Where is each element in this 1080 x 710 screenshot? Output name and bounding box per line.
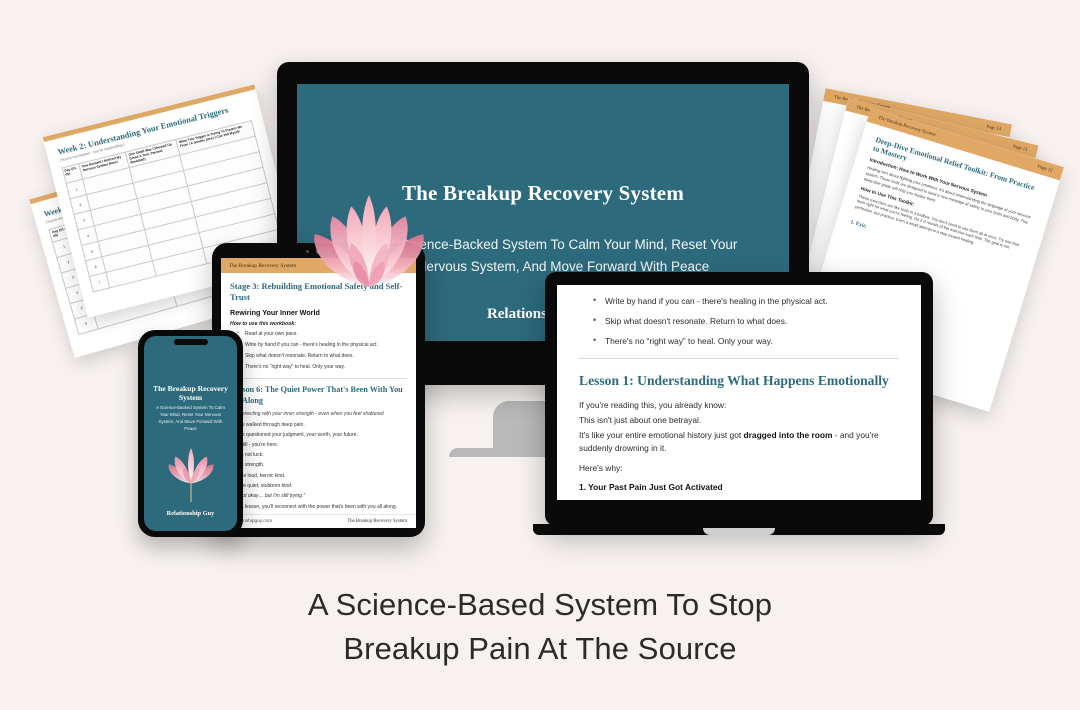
- list-item: There's no “right way” to heal. Only you…: [593, 335, 899, 347]
- tablet-paragraph: That's not luck.: [230, 452, 264, 459]
- doc-page-number: Page 14: [986, 123, 1002, 132]
- tablet-lesson-subtitle: Reconnecting with your inner strength - …: [230, 411, 384, 418]
- laptop-para-pre: It's like your entire emotional history …: [579, 430, 744, 441]
- tablet-paragraph: You've questioned your judgment, your wo…: [230, 431, 358, 438]
- laptop-paragraph-emphasis: It's like your entire emotional history …: [579, 429, 899, 455]
- laptop-lesson-heading: Lesson 1: Understanding What Happens Emo…: [579, 372, 889, 388]
- tablet-howto-label: How to use this workbook:: [230, 321, 296, 328]
- tablet-page-number: Page 13: [390, 262, 408, 269]
- laptop-bullet-list: Write by hand if you can - there's heali…: [593, 295, 899, 347]
- slide-title: The Breakup Recovery System: [401, 181, 685, 205]
- phone-title: The Breakup Recovery System: [153, 384, 228, 403]
- list-item: Write by hand if you can - there's heali…: [593, 295, 899, 307]
- laptop-paragraph: If you're reading this, you already know…: [579, 400, 727, 411]
- laptop-heres-why: Here's why:: [579, 463, 623, 474]
- desktop-monitor: The Breakup Recovery System A Science-Ba…: [277, 62, 809, 385]
- phone-subtitle: A Science-Backed System To Calm Your Min…: [156, 405, 225, 432]
- tablet-stage-heading: Stage 3: Rebuilding Emotional Safety and…: [230, 281, 403, 303]
- list-item: Skip what doesn't resonate. Return to wh…: [237, 352, 407, 360]
- tablet-paragraph: You've walked through deep pain.: [230, 422, 305, 429]
- monitor-stand: [449, 401, 559, 457]
- phone-screen: The Breakup Recovery System A Science-Ba…: [144, 336, 237, 531]
- tablet-paragraph: In this lesson, you'll reconnect with th…: [230, 504, 398, 511]
- laptop-screen: Write by hand if you can - there's heali…: [557, 285, 921, 500]
- slide-subtitle: A Science-Backed System To Calm Your Min…: [388, 237, 738, 275]
- tablet-camera-icon: [212, 249, 425, 254]
- laptop-point-1: 1. Your Past Pain Just Got Activated: [579, 482, 723, 493]
- tablet-howto-list: Read at your own pace. Write by hand if …: [237, 330, 407, 371]
- laptop-para-bold: dragged into the room: [743, 430, 833, 441]
- tablet-doc-content: Stage 3: Rebuilding Emotional Safety and…: [221, 273, 416, 511]
- tablet-subheading: Rewiring Your Inner World: [230, 308, 320, 318]
- laptop-para-post: - and you're suddenly drowning in it.: [579, 430, 879, 454]
- lotus-flower-icon: [161, 434, 221, 506]
- list-item: Skip what doesn't resonate. Return to wh…: [593, 315, 899, 327]
- phone-frame: The Breakup Recovery System A Science-Ba…: [138, 330, 243, 537]
- tablet-header-title: The Breakup Recovery System: [229, 262, 297, 269]
- headline-line-2: Breakup Pain At The Source: [343, 631, 737, 667]
- doc-page-number: Page 13: [1012, 143, 1028, 152]
- tablet-paragraph: And still - you're here.: [230, 441, 279, 448]
- tablet-frame: The Breakup Recovery System Page 13 Stag…: [212, 243, 425, 537]
- laptop-lid: Write by hand if you can - there's heali…: [545, 272, 933, 526]
- tablet-footer-brand: The Breakup Recovery System: [347, 519, 407, 524]
- laptop-paragraph: This isn't just about one betrayal.: [579, 415, 702, 426]
- tablet-paragraph: But the quiet, stubborn kind:: [230, 482, 293, 489]
- laptop-device: Write by hand if you can - there's heali…: [545, 272, 933, 526]
- monitor-bezel: The Breakup Recovery System A Science-Ba…: [277, 62, 809, 385]
- tablet-lesson-heading: Lesson 6: The Quiet Power That's Been Wi…: [230, 384, 403, 405]
- phone-device: The Breakup Recovery System A Science-Ba…: [138, 330, 243, 537]
- tablet-device: The Breakup Recovery System Page 13 Stag…: [212, 243, 425, 537]
- tablet-doc-header: The Breakup Recovery System Page 13: [221, 258, 416, 273]
- tablet-paragraph: That's strength.: [230, 462, 265, 469]
- tablet-paragraph: “I'm not okay… but I'm still trying.”: [230, 493, 305, 500]
- list-item: There's no “right way” to heal. Only you…: [237, 363, 407, 371]
- tablet-footer-site: relationshipguy.com: [230, 519, 273, 524]
- doc-page-number: Page 12: [1037, 164, 1054, 174]
- phone-notch-icon: [173, 339, 208, 345]
- lotus-svg: [168, 448, 213, 503]
- phone-brand: Relationship Guy: [166, 510, 215, 517]
- headline-line-1: A Science-Based System To Stop: [307, 587, 773, 622]
- tablet-doc-footer: relationshipguy.com The Breakup Recovery…: [221, 514, 416, 528]
- list-item: Write by hand if you can - there's heali…: [237, 341, 407, 349]
- page-headline: A Science-Based System To Stop Breakup P…: [0, 583, 1080, 671]
- laptop-hinge-notch: [703, 528, 775, 535]
- monitor-stand-foot: [449, 448, 559, 457]
- divider: [579, 357, 899, 359]
- list-item: Read at your own pace.: [237, 330, 407, 338]
- tablet-screen: The Breakup Recovery System Page 13 Stag…: [221, 258, 416, 528]
- divider: [230, 377, 407, 379]
- tablet-paragraph: Not the loud, heroic kind.: [230, 472, 286, 479]
